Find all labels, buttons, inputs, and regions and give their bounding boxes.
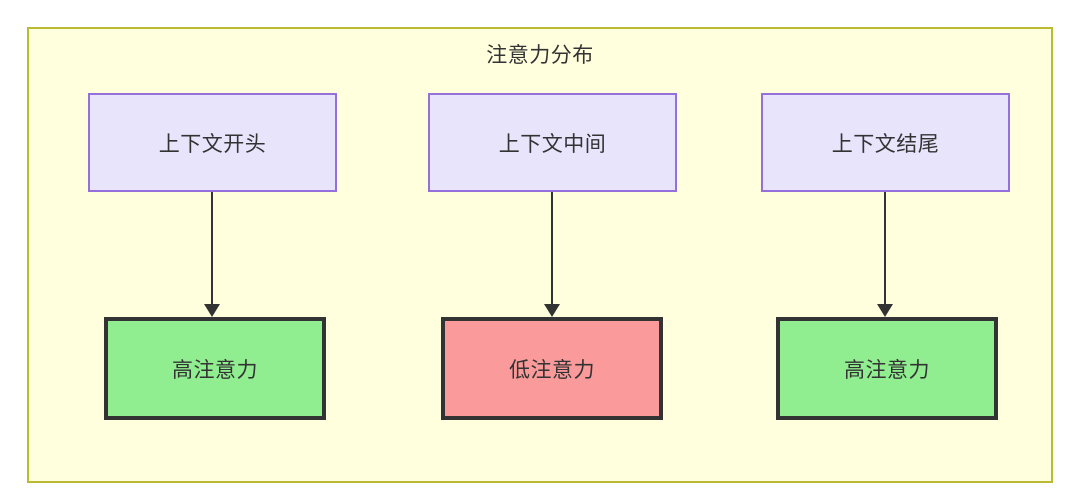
node-context-end[interactable]: 上下文结尾 (761, 93, 1010, 192)
node-attention-low-middle[interactable]: 低注意力 (441, 317, 663, 420)
node-context-end-label: 上下文结尾 (831, 132, 940, 156)
node-attention-low-middle-label: 低注意力 (509, 358, 595, 382)
node-attention-high-start[interactable]: 高注意力 (104, 317, 326, 420)
node-attention-high-end-label: 高注意力 (844, 358, 930, 382)
node-context-middle[interactable]: 上下文中间 (428, 93, 677, 192)
node-context-middle-label: 上下文中间 (498, 132, 607, 156)
node-attention-high-end[interactable]: 高注意力 (776, 317, 998, 420)
node-attention-high-start-label: 高注意力 (172, 358, 258, 382)
node-context-start[interactable]: 上下文开头 (88, 93, 337, 192)
subgraph-title: 注意力分布 (486, 44, 594, 67)
node-context-start-label: 上下文开头 (158, 132, 267, 156)
